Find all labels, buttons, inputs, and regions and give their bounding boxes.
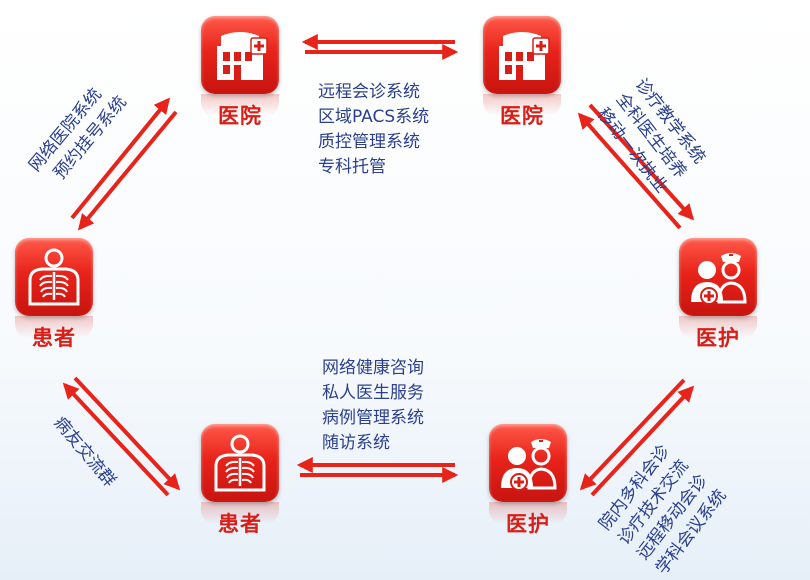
system-item: 专科托管 bbox=[318, 157, 386, 177]
node-label: 医护 bbox=[696, 326, 740, 350]
medical-staff-icon bbox=[489, 424, 567, 502]
arrow-right-upper-a bbox=[588, 103, 695, 221]
system-item: 病例管理系统 bbox=[322, 408, 424, 428]
node-hospital-left: 医院 bbox=[198, 16, 282, 130]
arrow-right-lower-a bbox=[590, 385, 695, 497]
hospital-icon bbox=[201, 16, 279, 94]
arrow-right-upper-b bbox=[577, 112, 682, 230]
node-patient-left: 患者 bbox=[12, 238, 96, 352]
node-label: 患者 bbox=[32, 326, 76, 350]
arrow-left-upper-b bbox=[77, 110, 178, 231]
node-nurse-right: 医护 bbox=[676, 238, 760, 352]
medical-staff-icon bbox=[679, 238, 757, 316]
bottom-systems-list: 网络健康咨询 私人医生服务 病例管理系统 随访系统 bbox=[322, 356, 424, 456]
node-label: 医护 bbox=[506, 512, 550, 536]
node-nurse-bottom: 医护 bbox=[486, 424, 570, 538]
system-item: 远程会诊系统 bbox=[318, 82, 420, 102]
arrow-right-lower-b bbox=[579, 378, 686, 491]
node-patient-bottom: 患者 bbox=[198, 424, 282, 538]
system-item: 质控管理系统 bbox=[318, 132, 420, 152]
arrow-left-lower-a bbox=[62, 382, 170, 497]
patient-xray-icon bbox=[15, 238, 93, 316]
node-label: 医院 bbox=[500, 104, 544, 128]
arrow-left-upper-a bbox=[70, 97, 171, 220]
system-item: 私人医生服务 bbox=[322, 383, 424, 403]
arrow-left-lower-b bbox=[73, 376, 181, 491]
top-systems-list: 远程会诊系统 区域PACS系统 质控管理系统 专科托管 bbox=[318, 80, 429, 180]
system-item: 网络健康咨询 bbox=[322, 358, 424, 378]
patient-xray-icon bbox=[201, 424, 279, 502]
node-hospital-right: 医院 bbox=[480, 16, 564, 130]
system-item: 区域PACS系统 bbox=[318, 107, 430, 127]
node-label: 患者 bbox=[218, 512, 262, 536]
system-item: 随访系统 bbox=[322, 433, 390, 453]
hospital-icon bbox=[483, 16, 561, 94]
node-label: 医院 bbox=[218, 104, 262, 128]
